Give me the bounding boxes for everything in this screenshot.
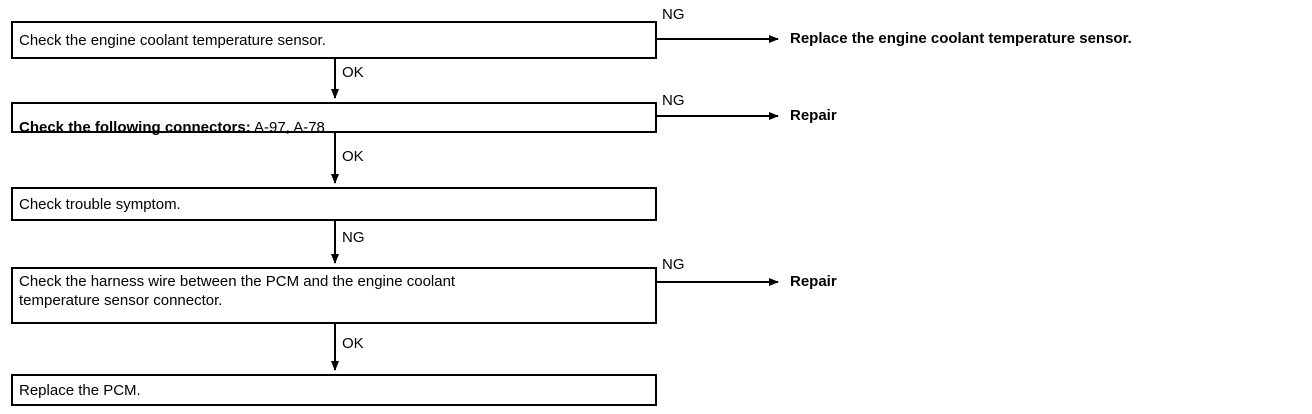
step-1-text: Check the engine coolant temperature sen… [19,31,326,49]
side-result-1: Replace the engine coolant temperature s… [790,30,1132,47]
down-label-3: NG [342,229,365,246]
side-label-1: NG [662,6,685,23]
step-box-1: Check the engine coolant temperature sen… [11,21,657,59]
step-3-text: Check trouble symptom. [19,195,181,213]
step-box-2: Check the following connectors: A-97, A-… [11,102,657,136]
down-label-1: OK [342,64,364,81]
down-label-4: OK [342,335,364,352]
step-2-text-bold: Check the following connectors: [19,118,251,136]
step-5-text: Replace the PCM. [19,381,141,399]
down-label-2: OK [342,148,364,165]
side-label-2: NG [662,92,685,109]
side-result-3: Repair [790,273,837,290]
side-label-3: NG [662,256,685,273]
step-box-5: Replace the PCM. [11,374,657,406]
step-box-4: Check the harness wire between the PCM a… [11,267,657,324]
step-4-text: Check the harness wire between the PCM a… [19,273,456,309]
step-2-text: Check the following connectors: A-97, A-… [19,99,325,137]
step-2-text-rest: A-97, A-78 [250,118,325,136]
side-result-2: Repair [790,107,837,124]
step-box-3: Check trouble symptom. [11,187,657,221]
